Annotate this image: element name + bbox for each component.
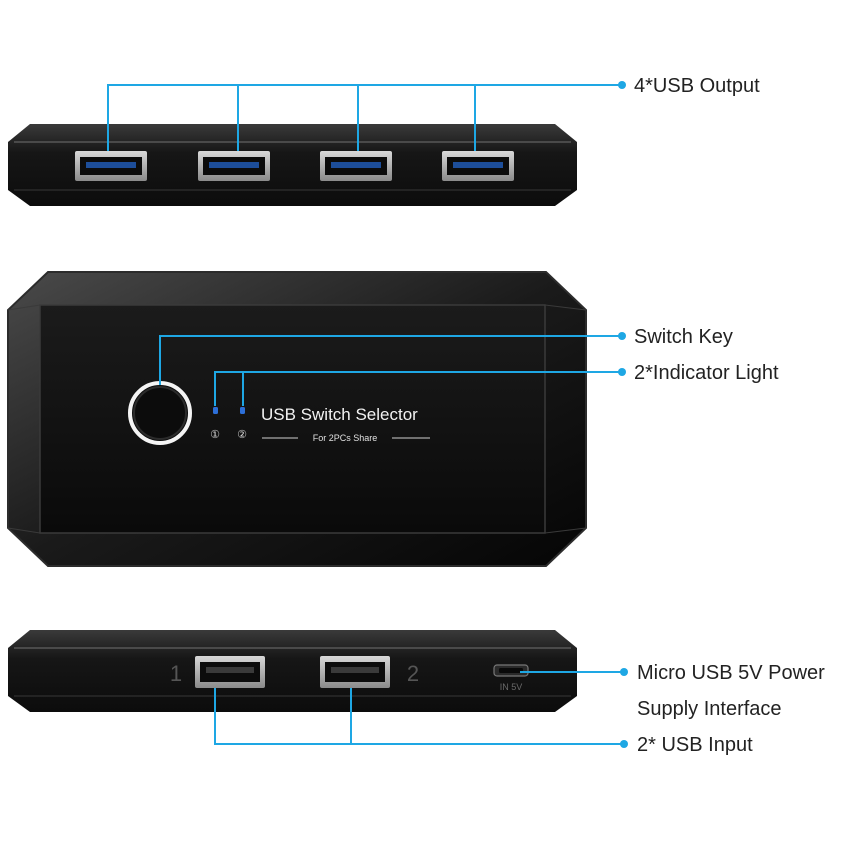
device-front-view: ① ② USB Switch Selector For 2PCs Share bbox=[7, 271, 587, 567]
led-label: ② bbox=[237, 429, 247, 441]
callout-usb-input-lines bbox=[214, 688, 624, 745]
usb-output-port bbox=[442, 151, 514, 181]
callout-label-switch-key: Switch Key bbox=[634, 326, 733, 348]
device-title: USB Switch Selector bbox=[261, 405, 418, 424]
usb-input-port bbox=[195, 656, 265, 688]
callout-indicator-light-lines bbox=[214, 371, 622, 406]
indicator-led bbox=[213, 407, 218, 414]
callout-label-power-line1: Micro USB 5V Power bbox=[637, 662, 825, 684]
callout-switch-key-line bbox=[159, 335, 622, 385]
callout-dot bbox=[620, 740, 628, 748]
callout-dot bbox=[620, 668, 628, 676]
callout-label-power-line2: Supply Interface bbox=[637, 698, 782, 720]
callout-label-usb-input: 2* USB Input bbox=[637, 734, 753, 756]
device-top-view bbox=[8, 124, 577, 206]
callout-dot bbox=[618, 81, 626, 89]
micro-usb-power-port bbox=[493, 664, 529, 677]
usb-output-port bbox=[198, 151, 270, 181]
indicator-led bbox=[240, 407, 245, 414]
input-port-number: 1 bbox=[170, 661, 182, 686]
usb-output-port bbox=[75, 151, 147, 181]
callout-dot bbox=[618, 368, 626, 376]
callout-usb-output-lines bbox=[107, 84, 622, 151]
switch-key-button[interactable] bbox=[128, 381, 192, 445]
power-port-label: IN 5V bbox=[500, 682, 523, 692]
usb-input-port bbox=[320, 656, 390, 688]
led-label: ① bbox=[210, 429, 220, 441]
device-bottom-view: 1 2 IN 5V bbox=[8, 630, 577, 712]
callout-label-usb-output: 4*USB Output bbox=[634, 75, 760, 97]
callout-label-indicator-light: 2*Indicator Light bbox=[634, 362, 779, 384]
input-port-number: 2 bbox=[407, 661, 419, 686]
usb-output-port bbox=[320, 151, 392, 181]
callout-dot bbox=[618, 332, 626, 340]
device-subtitle: For 2PCs Share bbox=[313, 433, 378, 443]
